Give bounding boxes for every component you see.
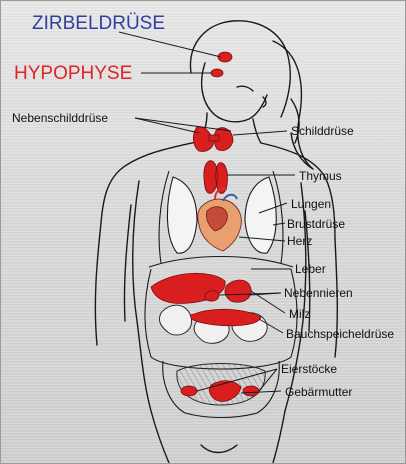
lung-left (167, 177, 197, 253)
label-thymus: Thymus (299, 169, 342, 183)
label-nebennieren: Nebennieren (284, 286, 353, 300)
schilddruse-isthmus (209, 135, 219, 141)
label-gebarmutter: Gebärmutter (285, 385, 352, 399)
eye-mark (237, 86, 253, 91)
label-nebenschilddruse: Nebenschilddrüse (12, 111, 108, 125)
lung-right (245, 177, 276, 253)
hip-right (273, 411, 285, 463)
nebenniere-left (205, 291, 219, 302)
label-hypophyse: HYPOPHYSE (14, 63, 132, 85)
neck-right (253, 119, 261, 143)
eierstock-right (243, 386, 259, 396)
label-bauchspeicheldruse: Bauchspeicheldrüse (286, 327, 394, 341)
arm-left (95, 223, 101, 345)
milz-organ (225, 280, 251, 302)
eierstock-left (181, 386, 197, 396)
diaphragm (149, 257, 293, 268)
arm-left-inner (124, 205, 131, 321)
label-brustdruse: Brustdrüse (287, 217, 345, 231)
label-schilddruse: Schilddrüse (291, 124, 354, 138)
label-eierstocke: Eierstöcke (281, 362, 337, 376)
hair-strand-right (273, 41, 313, 169)
heart-organ (198, 188, 242, 251)
crotch (201, 445, 237, 453)
label-zirbeldruse: ZIRBELDRÜSE (32, 13, 165, 35)
hip-left (151, 411, 169, 463)
label-lungen: Lungen (291, 197, 331, 211)
leader-zirbeldruse (119, 32, 221, 57)
label-herz: Herz (287, 234, 312, 248)
torso-left (133, 181, 151, 411)
hypophyse-gland (211, 69, 223, 77)
label-milz: Milz (289, 307, 310, 321)
leader-schilddruse (233, 131, 287, 135)
label-leber: Leber (295, 262, 326, 276)
